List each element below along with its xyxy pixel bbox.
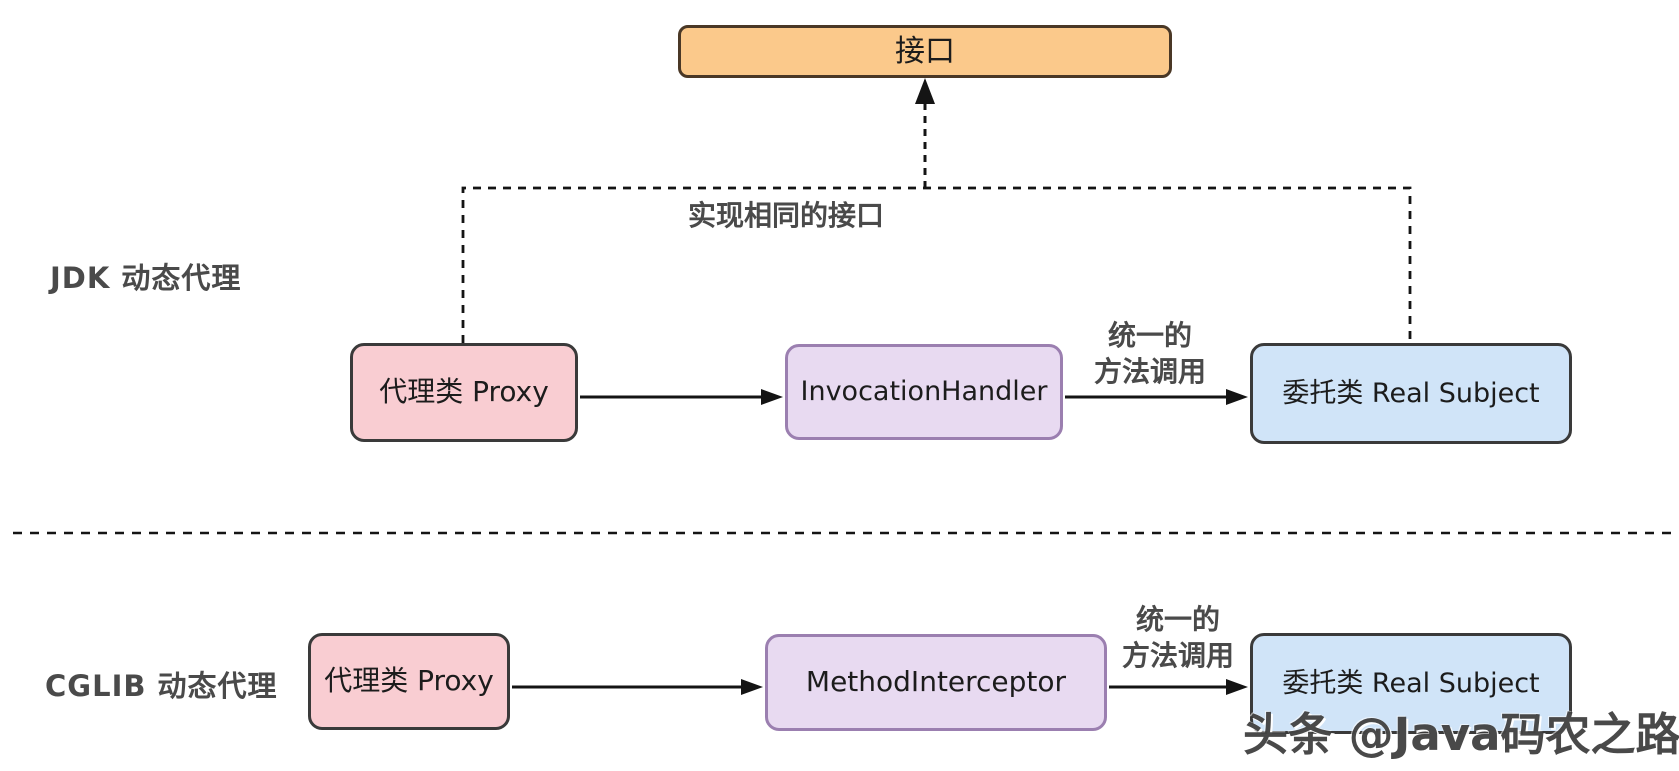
jdk-proxy-to-handler-arrow (580, 389, 783, 405)
cglib-handler-to-target-arrow (1109, 679, 1248, 695)
jdk-unified-call-label: 统一的 方法调用 (1093, 319, 1206, 388)
jdk-handler-to-target-arrow (1065, 389, 1248, 405)
cglib-unified-call-label: 统一的 方法调用 (1121, 603, 1234, 672)
cglib-proxy-to-handler-arrow (512, 679, 763, 695)
jdk-section-title: JDK 动态代理 (50, 261, 242, 295)
implements-arrow (915, 78, 935, 188)
implements-connector-line (461, 186, 1412, 343)
cglib-section-title: CGLIB 动态代理 (45, 669, 278, 703)
jdk-invocation-handler-node: InvocationHandler (785, 344, 1063, 440)
cglib-proxy-node: 代理类 Proxy (308, 633, 510, 730)
interface-node: 接口 (678, 25, 1172, 78)
watermark: 头条 @Java码农之路 (1243, 708, 1679, 761)
cglib-method-interceptor-node: MethodInterceptor (765, 634, 1107, 731)
jdk-real-subject-node: 委托类 Real Subject (1250, 343, 1572, 444)
jdk-proxy-node: 代理类 Proxy (350, 343, 578, 442)
implements-label: 实现相同的接口 (687, 199, 884, 232)
cglib-real-subject-node: 委托类 Real Subject (1250, 633, 1572, 734)
